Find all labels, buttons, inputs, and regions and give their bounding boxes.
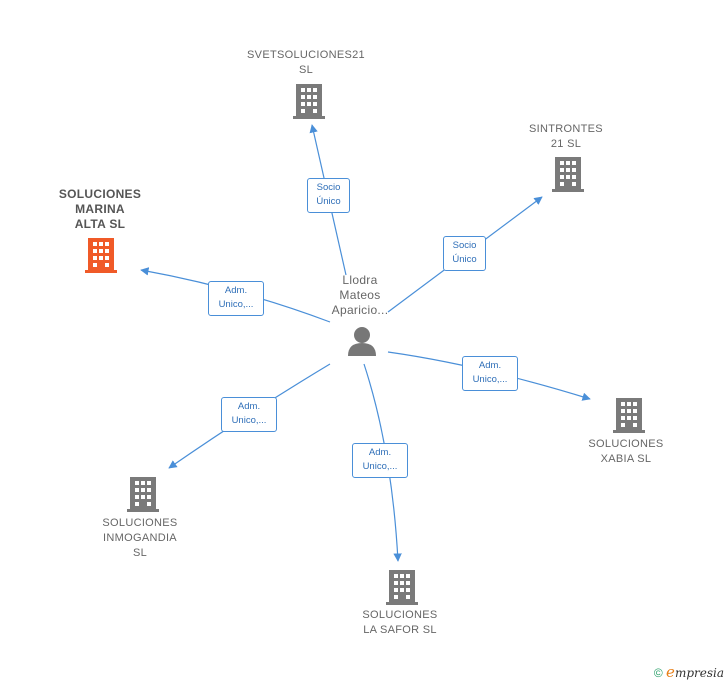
brand-initial: e — [666, 663, 675, 681]
company-name-line: INMOGANDIA — [103, 532, 177, 544]
edge-label-line: Adm. — [368, 447, 392, 458]
edge-label-line: Único — [452, 254, 477, 265]
edge-lines — [140, 124, 591, 562]
company-name-line: SOLUCIONES — [102, 517, 178, 529]
center-person-label[interactable]: Llodra Mateos Aparicio... — [310, 273, 410, 318]
company-name-line: XABIA SL — [600, 453, 652, 465]
edge-label-sintrontes[interactable]: Socio Único — [443, 236, 486, 271]
edge-label-safor[interactable]: Adm. Unico,... — [352, 443, 408, 478]
company-label-safor[interactable]: SOLUCIONES LA SAFOR SL — [345, 608, 455, 638]
edge-label-line: Socio — [316, 182, 341, 193]
center-name-line: Llodra — [342, 273, 378, 287]
edge-label-line: Unico,... — [231, 415, 267, 426]
edge-label-line: Adm. — [478, 360, 502, 371]
company-name-line: LA SAFOR SL — [363, 624, 437, 636]
edge-label-svet[interactable]: Socio Único — [307, 178, 350, 213]
edge-label-marina[interactable]: Adm. Unico,... — [208, 281, 264, 316]
company-name-line: ALTA SL — [74, 217, 126, 231]
company-name-line: SOLUCIONES — [58, 187, 142, 201]
copyright-brand: © empresia — [654, 663, 724, 681]
building-icon-xabia[interactable] — [613, 398, 645, 433]
brand-logo: empresia — [666, 663, 724, 681]
edge-label-xabia[interactable]: Adm. Unico,... — [462, 356, 518, 391]
center-name-line: Mateos — [339, 288, 381, 302]
company-label-marina[interactable]: SOLUCIONES MARINA ALTA SL — [48, 187, 152, 232]
copyright-icon: © — [653, 666, 663, 680]
center-name-line: Aparicio... — [331, 303, 389, 317]
edge-label-line: Unico,... — [362, 461, 398, 472]
company-label-inmogandia[interactable]: SOLUCIONES INMOGANDIA SL — [90, 516, 190, 561]
edge-label-line: Adm. — [237, 401, 261, 412]
brand-rest: mpresia — [674, 666, 724, 680]
company-label-svet[interactable]: SVETSOLUCIONES21 SL — [236, 48, 376, 78]
building-icon-sintrontes[interactable] — [552, 157, 584, 192]
company-name-line: SINTRONTES — [529, 123, 603, 135]
edge-label-line: Adm. — [224, 285, 248, 296]
building-icon-safor[interactable] — [386, 570, 418, 605]
company-label-xabia[interactable]: SOLUCIONES XABIA SL — [576, 437, 676, 467]
edge-label-line: Unico,... — [218, 299, 254, 310]
company-label-sintrontes[interactable]: SINTRONTES 21 SL — [516, 122, 616, 152]
company-name-line: SL — [298, 64, 314, 76]
edge-label-inmogandia[interactable]: Adm. Unico,... — [221, 397, 277, 432]
edge-label-line: Unico,... — [472, 374, 508, 385]
building-icon-inmogandia[interactable] — [127, 477, 159, 512]
company-name-line: SOLUCIONES — [588, 438, 664, 450]
company-name-line: SOLUCIONES — [362, 609, 438, 621]
company-name-line: SVETSOLUCIONES21 — [247, 49, 365, 61]
company-name-line: MARINA — [75, 202, 125, 216]
company-name-line: SL — [132, 547, 148, 559]
company-name-line: 21 SL — [550, 138, 582, 150]
edge-label-line: Socio — [452, 240, 477, 251]
building-icon-marina[interactable] — [85, 238, 117, 273]
building-icon-svet[interactable] — [293, 84, 325, 119]
person-icon[interactable] — [348, 327, 376, 356]
edge-label-line: Único — [316, 196, 341, 207]
